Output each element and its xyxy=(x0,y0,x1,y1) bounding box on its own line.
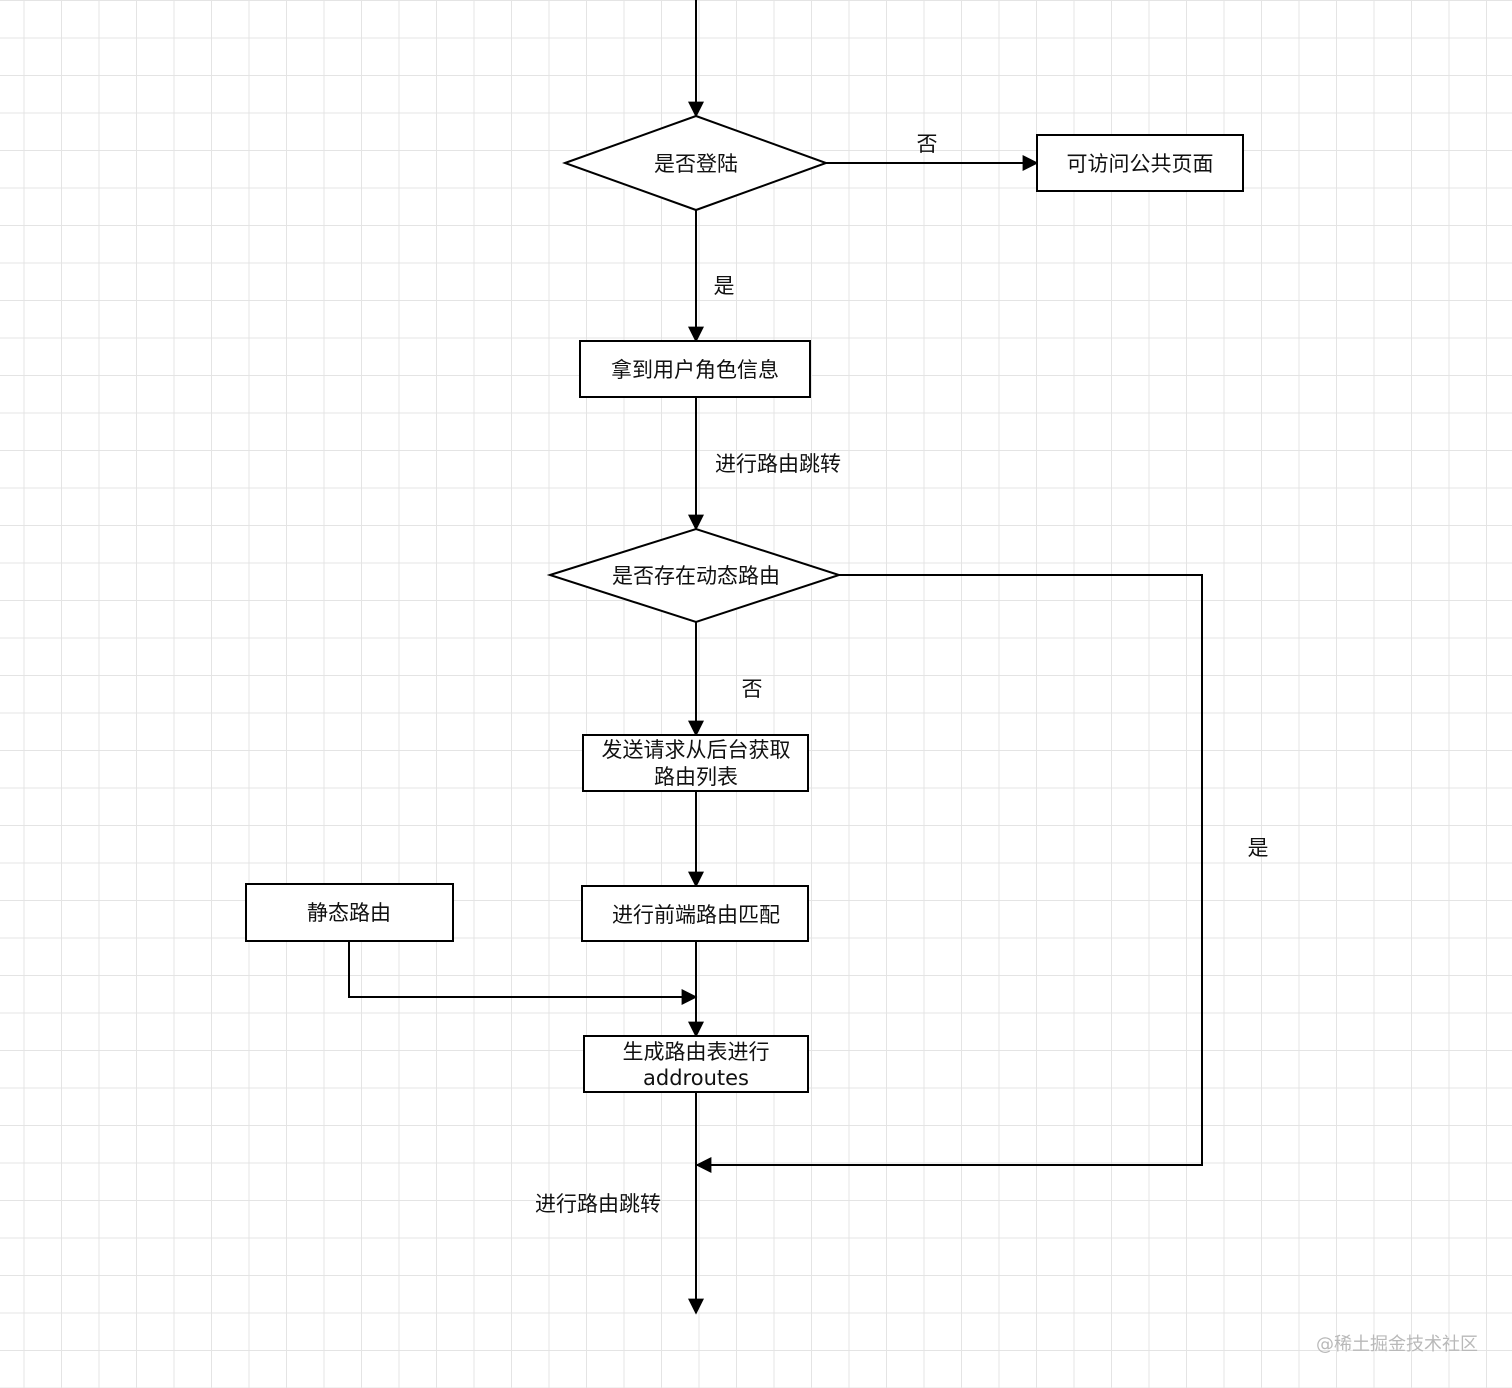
svg-text:是否存在动态路由: 是否存在动态路由 xyxy=(612,564,780,588)
node-fetch-route-list: 发送请求从后台获取 路由列表 xyxy=(582,734,809,792)
node-get-user-role: 拿到用户角色信息 xyxy=(579,340,811,398)
svg-text:可访问公共页面: 可访问公共页面 xyxy=(1067,152,1214,176)
edge-label-route-jump-1: 进行路由跳转 xyxy=(715,452,841,476)
node-public-pages: 可访问公共页面 xyxy=(1036,134,1244,192)
node-generate-routes: 生成路由表进行 addroutes xyxy=(583,1035,809,1093)
edge-label-dynamic-no: 否 xyxy=(742,677,763,701)
node-dynamic-route-check: 是否存在动态路由 xyxy=(546,527,843,624)
svg-text:拿到用户角色信息: 拿到用户角色信息 xyxy=(611,358,779,382)
edge-label-route-jump-2: 进行路由跳转 xyxy=(535,1192,661,1216)
node-frontend-match: 进行前端路由匹配 xyxy=(581,885,809,942)
svg-text:进行前端路由匹配: 进行前端路由匹配 xyxy=(612,903,780,927)
edge-label-dynamic-yes: 是 xyxy=(1248,836,1269,860)
edge-label-login-no: 否 xyxy=(917,132,938,156)
svg-text:静态路由: 静态路由 xyxy=(307,901,391,925)
edge-dynamic-yes xyxy=(695,574,1203,1173)
svg-text:是否登陆: 是否登陆 xyxy=(654,152,738,176)
node-login-check: 是否登陆 xyxy=(562,114,829,212)
edge-label-login-yes: 是 xyxy=(714,274,735,298)
edge-static-to-merge xyxy=(348,941,698,1005)
node-static-routes: 静态路由 xyxy=(245,883,454,942)
svg-text:生成路由表进行: 生成路由表进行 xyxy=(623,1040,770,1064)
watermark: @稀土掘金技术社区 xyxy=(1316,1334,1478,1355)
svg-text:addroutes: addroutes xyxy=(643,1066,749,1090)
svg-text:发送请求从后台获取: 发送请求从后台获取 xyxy=(602,738,791,762)
svg-text:路由列表: 路由列表 xyxy=(654,765,738,789)
